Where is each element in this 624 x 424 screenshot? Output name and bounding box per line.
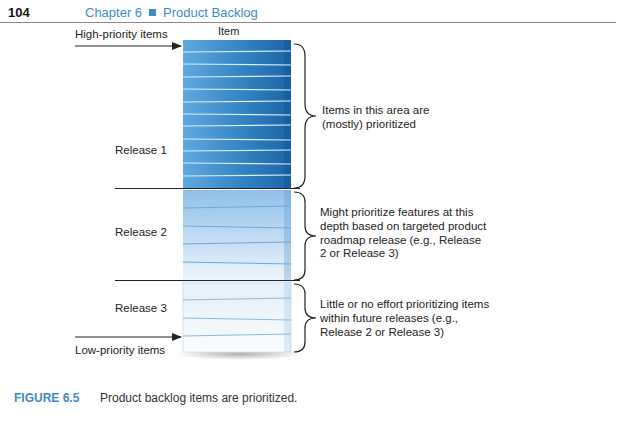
annotation-note: Little or no effort prioritizing items w…	[320, 298, 490, 339]
priority-label: Low-priority items	[75, 344, 165, 358]
priority-arrow	[75, 45, 181, 46]
release-2-items	[183, 190, 291, 280]
column-label: Item	[218, 25, 239, 38]
annotation-note: Items in this area are (mostly) prioriti…	[322, 104, 447, 132]
brace	[294, 192, 316, 280]
header-rule	[0, 22, 616, 23]
release-1-items	[183, 40, 291, 188]
page-number: 104	[8, 5, 30, 21]
priority-label: High-priority items	[75, 28, 168, 42]
release-label: Release 3	[115, 302, 167, 316]
release-divider	[115, 280, 300, 281]
brace	[294, 44, 316, 188]
release-label: Release 1	[115, 144, 167, 158]
annotation-note: Might prioritize features at this depth …	[320, 206, 490, 261]
figure-caption: Product backlog items are prioritized.	[100, 391, 297, 405]
release-3-items	[183, 282, 291, 352]
chapter-title: Chapter 6	[85, 5, 142, 21]
header-bullet	[149, 9, 156, 16]
section-title: Product Backlog	[163, 5, 258, 21]
brace	[294, 284, 316, 352]
figure-number: FIGURE 6.5	[14, 391, 79, 405]
priority-arrow	[75, 336, 181, 337]
release-label: Release 2	[115, 226, 167, 240]
release-divider	[115, 188, 300, 189]
